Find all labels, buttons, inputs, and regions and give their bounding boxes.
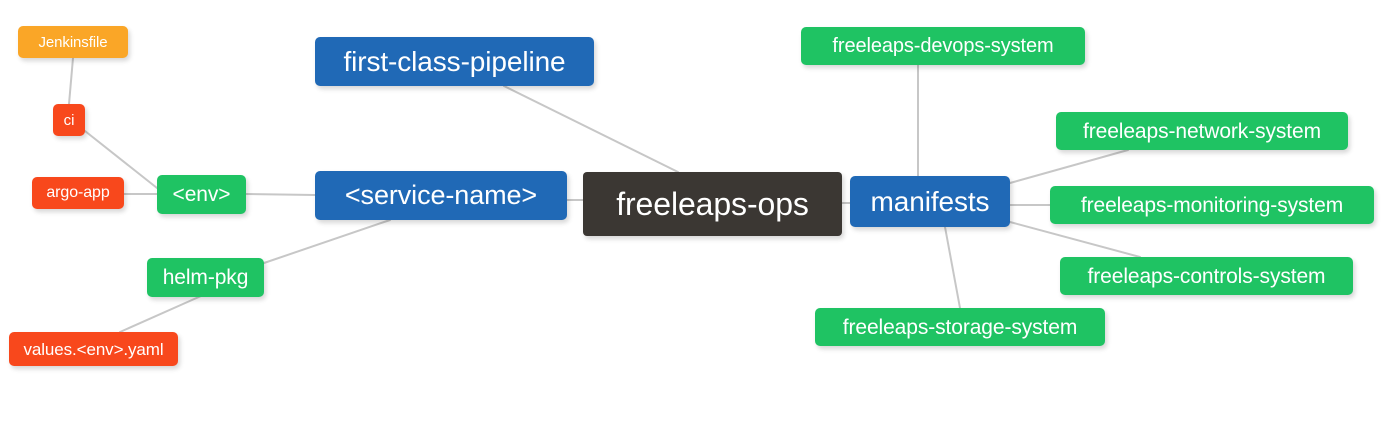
node-freeleaps-ops[interactable]: freeleaps-ops xyxy=(583,172,842,236)
edge-manifests-to-freeleaps-storage-system xyxy=(944,226,961,309)
node-manifests[interactable]: manifests xyxy=(850,176,1010,227)
edge-jenkinsfile-to-ci xyxy=(68,57,74,105)
node-first-class-pipeline[interactable]: first-class-pipeline xyxy=(315,37,594,86)
edge-service-name-to-helm-pkg xyxy=(263,219,391,264)
node-env[interactable]: <env> xyxy=(157,175,246,214)
edge-manifests-to-freeleaps-controls-system xyxy=(1009,221,1141,258)
node-freeleaps-monitoring-system[interactable]: freeleaps-monitoring-system xyxy=(1050,186,1374,224)
node-helm-pkg[interactable]: helm-pkg xyxy=(147,258,264,297)
node-freeleaps-network-system[interactable]: freeleaps-network-system xyxy=(1056,112,1348,150)
node-argo-app[interactable]: argo-app xyxy=(32,177,124,209)
node-service-name[interactable]: <service-name> xyxy=(315,171,567,220)
edge-env-to-service-name xyxy=(245,193,316,196)
edge-helm-pkg-to-values-yaml xyxy=(119,295,202,333)
node-values-yaml[interactable]: values.<env>.yaml xyxy=(9,332,178,366)
edge-first-class-pipeline-to-freeleaps-ops xyxy=(503,85,679,173)
node-freeleaps-controls-system[interactable]: freeleaps-controls-system xyxy=(1060,257,1353,295)
node-freeleaps-devops-system[interactable]: freeleaps-devops-system xyxy=(801,27,1085,65)
node-jenkinsfile[interactable]: Jenkinsfile xyxy=(18,26,128,58)
node-ci[interactable]: ci xyxy=(53,104,85,136)
node-freeleaps-storage-system[interactable]: freeleaps-storage-system xyxy=(815,308,1105,346)
edge-manifests-to-freeleaps-network-system xyxy=(1009,149,1129,184)
